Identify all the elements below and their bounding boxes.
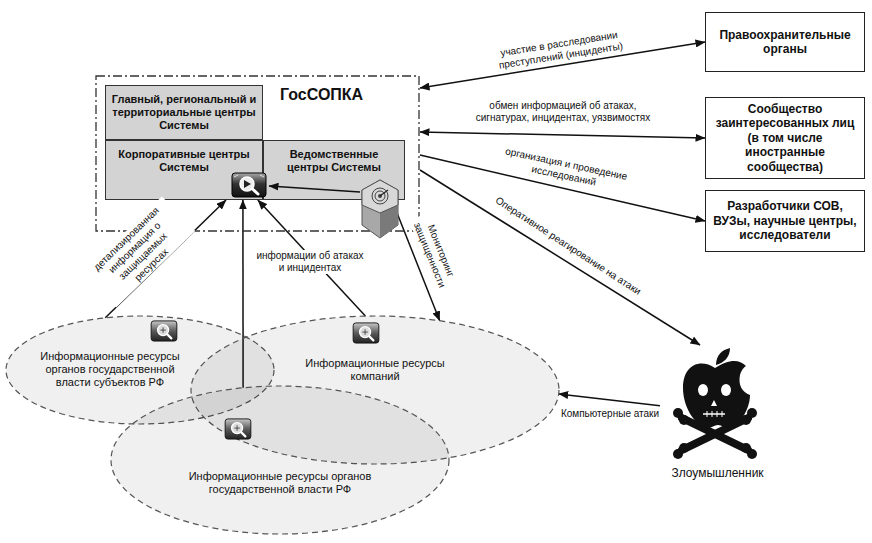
node-label: Главный, региональный и территориальные … [111,93,257,133]
edge-label: Компьютерные атаки [559,408,661,420]
edge-label-holder: Оперативное реагирование на атаки [472,181,663,311]
attacker-figure [673,348,757,459]
title-holder: ГосСОПКА [280,86,363,104]
connector [420,132,705,138]
edge-label-holder: участие в расследовании преступлений (ин… [484,26,636,73]
edge-label-holder: организация и проведение исследований [492,143,639,197]
node-label: Злоумышленник [671,466,763,480]
edge-label: обмен информацией об атаках, сигнатурах,… [463,100,663,124]
party-box: Сообщество заинтересованных лиц (в том ч… [705,97,865,179]
node-label: Правоохранительные органы [712,28,858,57]
edge-label-holder: Мониторинг защищенности [409,211,461,294]
node-label: Ведомственные центры Системы [269,148,399,174]
attacker-node: Злоумышленник [660,345,775,480]
node-label: Корпоративные центры Системы [111,148,257,174]
resource-ellipse: Информационные ресурсы органов государст… [110,385,450,535]
node-label: Разработчики СОВ, ВУЗы, научные центры, … [712,199,858,242]
center-box: Главный, региональный и территориальные … [105,85,263,140]
node-label: Сообщество заинтересованных лиц (в том ч… [712,102,858,174]
connector [559,394,660,406]
edge-label: участие в расследовании преступлений (ин… [484,26,636,73]
center-box: Корпоративные центры Системы [105,140,263,200]
edge-label: Мониторинг защищенности [409,211,461,294]
resource-label: Информационные ресурсы органов государст… [30,350,190,390]
party-box: Разработчики СОВ, ВУЗы, научные центры, … [705,190,865,252]
party-box: Правоохранительные органы [705,12,865,72]
system-title: ГосСОПКА [280,86,363,104]
connector [420,170,700,345]
ellipse-outline [110,385,450,535]
label-holder: Информационные ресурсы компаний [280,357,470,383]
system-group: ГосСОПКА Главный, региональный и территор… [95,75,420,232]
edge-label: Оперативное реагирование на атаки [491,193,644,298]
dash-dot-border [96,76,419,231]
label-holder: Информационные ресурсы органов государст… [30,350,190,390]
label-holder: Информационные ресурсы органов государст… [180,470,380,496]
edge-label: организация и проведение исследований [492,143,639,197]
edge-label-holder: информации об атаках и инцидентах [253,250,368,274]
center-box: Ведомственные центры Системы [263,140,405,200]
resource-label: Информационные ресурсы органов государст… [180,470,380,496]
edge-label: информации об атаках и инцидентах [253,250,368,274]
ellipse-shape [111,386,449,534]
edge-label-holder: детализированная информация о защищаемых… [83,197,195,308]
edge-label-holder: обмен информацией об атаках, сигнатурах,… [463,100,663,124]
edge-label: детализированная информация о защищаемых… [83,197,195,308]
resource-label: Информационные ресурсы компаний [280,357,470,383]
edge-label-holder: Компьютерные атаки [553,408,668,420]
